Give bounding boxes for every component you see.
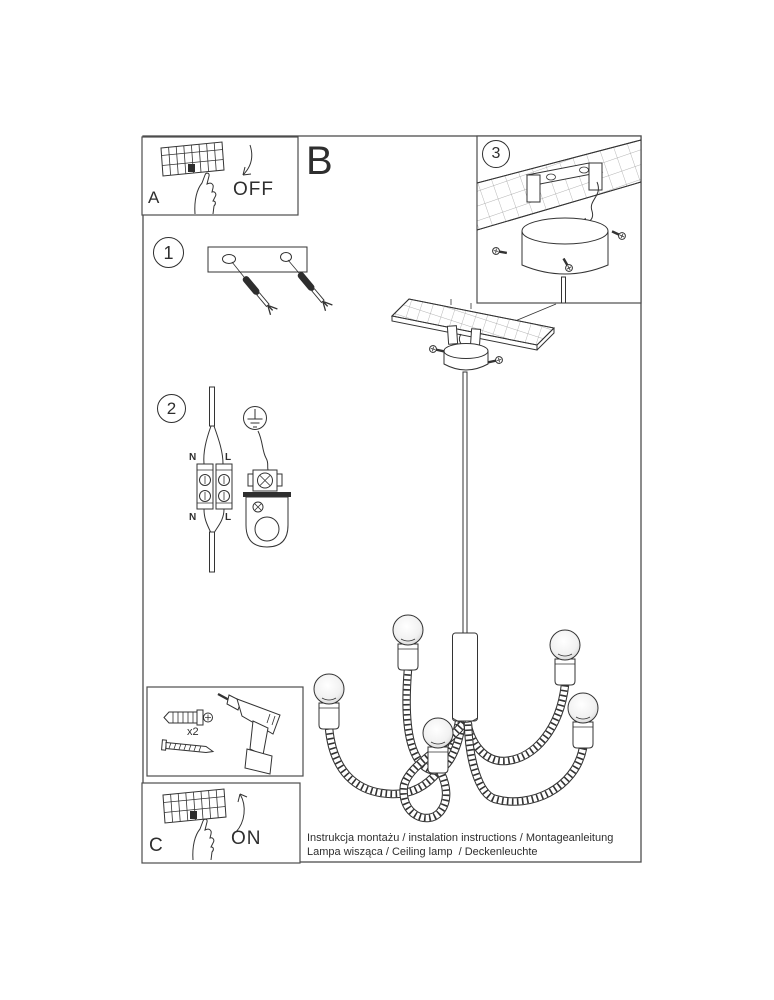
wall-screw-icon xyxy=(240,273,279,316)
ground-wire xyxy=(257,430,269,471)
canopy xyxy=(427,343,505,371)
outer-border xyxy=(142,135,642,863)
panel-a-frame xyxy=(141,136,299,216)
footer-line1: Instrukcja montażu / instalation instruc… xyxy=(307,832,614,844)
on-label: ON xyxy=(231,828,262,849)
panel-c-frame xyxy=(141,782,301,864)
off-label: OFF xyxy=(233,179,274,200)
terminal-block xyxy=(196,463,233,510)
wire-label-n-bottom: N xyxy=(189,512,197,523)
wire-label-l-top: L xyxy=(225,452,232,463)
breaker-panel-icon xyxy=(162,788,227,824)
central-tube xyxy=(452,632,478,723)
bulb-top-left xyxy=(392,614,424,671)
mounting-bracket xyxy=(446,325,482,357)
panel-c-label: C xyxy=(149,835,163,856)
footer-line2: Lampa wisząca / Ceiling lamp / Deckenleu… xyxy=(307,846,538,858)
earth-terminal xyxy=(247,469,283,492)
bulb-top-right xyxy=(549,629,581,686)
step2-wiring-drawing xyxy=(196,386,291,573)
ceiling-board xyxy=(390,298,556,351)
canopy-side-view xyxy=(243,492,291,548)
tools-box xyxy=(146,686,304,777)
step3-badge: 3 xyxy=(482,140,510,168)
wall-screw-icon xyxy=(295,269,334,312)
breaker-panel-icon xyxy=(160,141,225,177)
step2-badge: 2 xyxy=(157,394,186,423)
section-b-label: B xyxy=(306,139,333,183)
screw-icon xyxy=(161,739,215,754)
wire-label-l-bottom: L xyxy=(225,512,232,523)
quantity-label: x2 xyxy=(187,726,199,738)
canopy-detail xyxy=(490,217,628,303)
wire-label-n-top: N xyxy=(189,452,197,463)
suspension-cord xyxy=(462,371,468,634)
ceiling-lamp-drawing xyxy=(313,298,599,818)
drill-icon xyxy=(217,692,281,775)
step1-drawing xyxy=(207,246,334,316)
arrow-down-icon xyxy=(242,144,253,176)
wall-plug-icon xyxy=(163,709,213,726)
arrow-up-icon xyxy=(235,793,248,833)
bulb-far-left xyxy=(313,673,345,730)
step3-panel xyxy=(476,135,642,304)
bulb-right xyxy=(567,692,599,749)
ceiling-bracket xyxy=(525,162,604,203)
earth-symbol-icon xyxy=(243,406,267,430)
panel-a-label: A xyxy=(148,188,160,207)
step1-badge: 1 xyxy=(153,237,184,268)
